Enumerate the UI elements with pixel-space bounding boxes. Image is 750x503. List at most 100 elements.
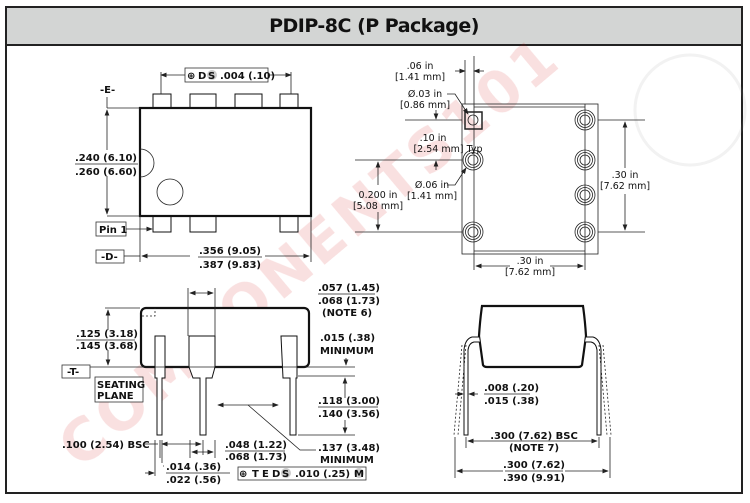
drawing-shape <box>577 187 593 203</box>
pin-7 <box>189 93 217 109</box>
drawing-shape <box>207 70 217 80</box>
dimension-label: E <box>262 469 269 480</box>
watermark: COMPONENTS101 <box>45 22 747 481</box>
drawing-shape <box>585 336 602 436</box>
end-view: .008 (.20) .015 (.38) .300 (7.62) BSC (N… <box>453 304 612 484</box>
drawing-shape <box>281 468 291 478</box>
dimension-label: .068 (1.73) <box>318 296 380 307</box>
position-tolerance-frame: ⊕ D S .004 (.10) <box>184 67 275 83</box>
drawing-shape <box>477 304 588 369</box>
drawing-shape <box>237 466 367 481</box>
dimension-label: [1.41 mm] <box>407 191 457 202</box>
drawing-shape <box>465 224 481 240</box>
dimension-line <box>602 344 612 436</box>
dimension-label: .004 (.10) <box>220 71 275 82</box>
drawing-shape <box>447 167 467 186</box>
pin-8 <box>152 93 172 109</box>
notch <box>139 148 155 178</box>
pin-2 <box>189 215 217 233</box>
dimension-label: .118 (3.00) <box>318 396 380 407</box>
dimension-label: [1.41 mm] <box>395 72 445 83</box>
drawing-shape <box>462 221 484 243</box>
dimension-label: .100 (2.54) BSC <box>62 440 150 451</box>
dimension-label: .015 (.38) <box>484 396 539 407</box>
dimension-label: .10 in <box>420 133 447 144</box>
dimension-label: .048 (1.22) <box>225 440 287 451</box>
drawing-shape <box>574 149 596 171</box>
dimension-label: .022 (.56) <box>166 475 221 486</box>
drawing-shape <box>354 468 364 478</box>
dimension-label: [2.54 mm] Typ <box>413 144 482 155</box>
dimension-label: Ø.06 in <box>415 180 449 191</box>
dimension-label: .125 (3.18) <box>76 329 138 340</box>
drawing-shape <box>95 249 125 264</box>
dimension-label: S <box>208 71 215 82</box>
drawing-shape <box>574 184 596 206</box>
dimension-label: .068 (1.73) <box>225 452 287 463</box>
dimension-label: [5.08 mm] <box>353 201 403 212</box>
drawing-shape <box>467 114 479 126</box>
drawing-shape <box>579 189 591 201</box>
drawing-shape <box>574 149 596 171</box>
top-view: ⊕ D S .004 (.10) -E- .240 (6.10) .260 (6… <box>75 67 313 271</box>
dimension-label: S <box>282 469 289 480</box>
dimension-line <box>453 344 463 436</box>
pads <box>462 109 596 243</box>
dimension-label: -T- <box>67 367 79 378</box>
drawing-shape <box>61 364 91 379</box>
dimension-label: D <box>272 469 280 480</box>
dimension-label: .057 (1.45) <box>318 283 380 294</box>
dimension-label: .300 (7.62) <box>503 460 565 471</box>
drawing-shape <box>574 221 596 243</box>
drawing-shape <box>462 149 484 171</box>
dimension-label: .008 (.20) <box>484 383 539 394</box>
dimension-label: .010 (.25) <box>295 469 350 480</box>
dimension-label: .014 (.36) <box>166 462 221 473</box>
drawing-shape <box>280 335 298 436</box>
drawing-shape <box>142 308 156 317</box>
dimension-label: (NOTE 7) <box>509 443 559 454</box>
drawing-shape <box>184 67 269 83</box>
dimension-label: .30 in <box>517 256 544 267</box>
dimension-label: .137 (3.48) <box>318 443 380 454</box>
dimension-line <box>457 344 467 436</box>
dimension-label: [7.62 mm] <box>505 267 555 278</box>
drawing-shape <box>579 154 591 166</box>
drawing-shape <box>577 152 593 168</box>
pin-1 <box>152 215 172 233</box>
lead-position-tolerance-frame: ⊕ T E D S .010 (.25) M <box>237 466 367 481</box>
drawing-shape <box>247 404 316 451</box>
dimension-label: MINIMUM <box>320 455 374 466</box>
pin-6 <box>234 93 263 109</box>
dimension-label: 0.200 in <box>359 190 398 201</box>
dimension-label: .387 (9.83) <box>199 260 261 271</box>
drawing-frame: PDIP-8C (P Package) <box>5 6 743 494</box>
drawing-shape <box>574 221 596 243</box>
drawing-shape <box>463 336 480 436</box>
dimension-label: .30 in <box>612 170 639 181</box>
footprint-view: .06 in [1.41 mm] Ø.03 in [0.86 mm] .10 i… <box>353 56 650 278</box>
dimension-label: .240 (6.10) <box>75 153 137 164</box>
pin1-dot <box>156 178 184 206</box>
dimension-label: .140 (3.56) <box>318 409 380 420</box>
dimension-label: M <box>354 469 364 480</box>
drawing-shape <box>579 226 591 238</box>
drawing-shape <box>94 376 144 403</box>
dimension-label: .356 (9.05) <box>199 246 261 257</box>
drawing-shape <box>461 103 599 255</box>
dimension-label: MINIMUM <box>320 346 374 357</box>
dimension-label: SEATING <box>97 380 145 391</box>
dimension-label: Pin 1 <box>99 225 127 236</box>
dimension-label: T <box>252 469 259 480</box>
dimension-line <box>598 344 608 436</box>
drawing-shape <box>447 93 469 115</box>
drawing-shape <box>467 154 479 166</box>
dimension-label: PLANE <box>97 391 134 402</box>
drawing-shape <box>574 184 596 206</box>
drawing-shape <box>574 109 596 131</box>
dimension-label: Ø.03 in <box>408 89 442 100</box>
dimension-label: [7.62 mm] <box>600 181 650 192</box>
drawing-shape <box>462 149 484 171</box>
pin-5 <box>279 93 299 109</box>
drawing-shape <box>188 335 216 436</box>
